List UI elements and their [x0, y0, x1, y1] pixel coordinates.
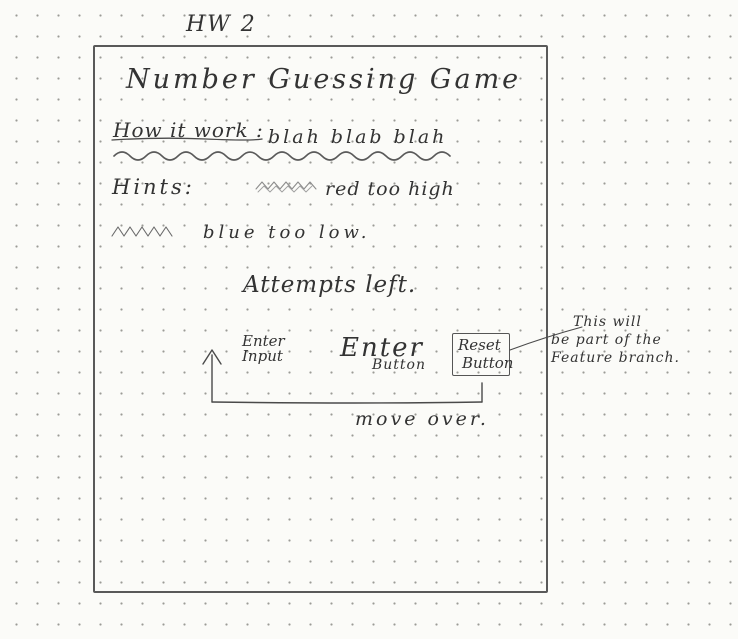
attempts-left-label: Attempts left. — [243, 272, 417, 298]
sheet-title: HW 2 — [186, 12, 257, 37]
how-it-works-label: How it work : — [113, 118, 264, 142]
note-line-1: This will — [573, 314, 642, 330]
game-title: Number Guessing Game — [126, 64, 522, 95]
app-window-frame — [93, 45, 548, 593]
guess-input-label-line1: Enter — [242, 332, 285, 350]
move-over-note: move over. — [355, 408, 489, 430]
reset-button-label-line1: Reset — [458, 336, 501, 354]
how-label-underline — [111, 137, 263, 141]
reset-button[interactable]: Reset Button — [452, 333, 514, 376]
hints-label: Hints: — [112, 175, 195, 199]
how-it-works-text: blah blab blah — [268, 126, 448, 148]
enter-button[interactable]: Enter Button — [340, 335, 426, 372]
squiggle-icon — [113, 151, 451, 161]
note-line-3: Feature branch. — [551, 350, 680, 367]
enter-button-label-line2: Button — [372, 357, 427, 373]
feature-branch-note: This will be part of the Feature branch. — [551, 313, 680, 368]
red-swatch-icon — [255, 181, 317, 190]
guess-input[interactable]: Enter Input — [242, 334, 285, 364]
note-leader-line — [509, 326, 583, 351]
note-line-2: be part of the — [551, 332, 662, 349]
enter-button-label-line1: Enter — [340, 333, 424, 363]
red-hint-text: red too high — [325, 178, 455, 200]
reset-button-label-line2: Button — [462, 354, 514, 372]
guess-input-label-line2: Input — [242, 347, 283, 365]
blue-hint-text: blue too low. — [203, 222, 371, 243]
blue-swatch-icon — [111, 226, 173, 237]
